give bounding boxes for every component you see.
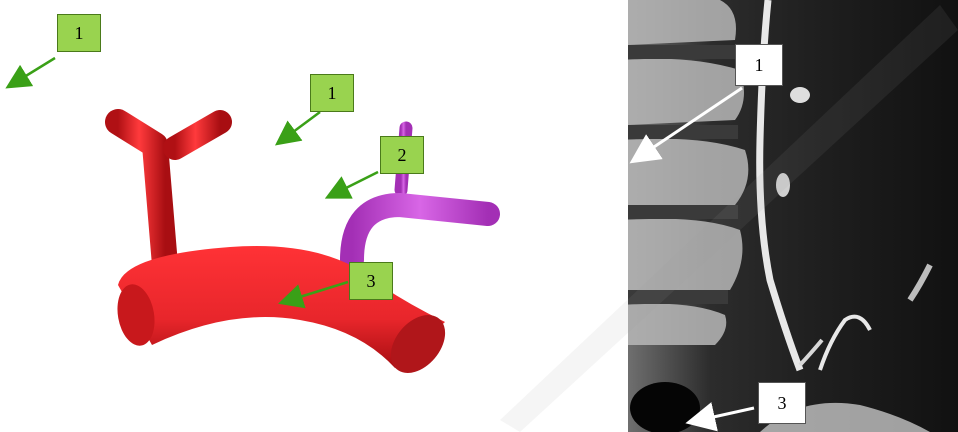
red-y-branch-right <box>175 122 220 148</box>
ct-label-1: 1 <box>735 44 783 86</box>
diagram-label-1-middle: 1 <box>310 74 354 112</box>
arrow-1-middle <box>285 112 320 138</box>
ct-label-3: 3 <box>758 382 806 424</box>
vessel-model <box>113 62 488 383</box>
diagram-label-3: 3 <box>349 262 393 300</box>
diagram-label-1-left: 1 <box>57 14 101 52</box>
red-y-branch-left <box>118 122 165 265</box>
ct-air-region <box>630 382 700 432</box>
arrow-1-left <box>16 58 55 82</box>
magenta-curved-vessel <box>352 205 488 260</box>
arrow-2 <box>336 172 378 193</box>
diagram-label-2: 2 <box>380 136 424 174</box>
